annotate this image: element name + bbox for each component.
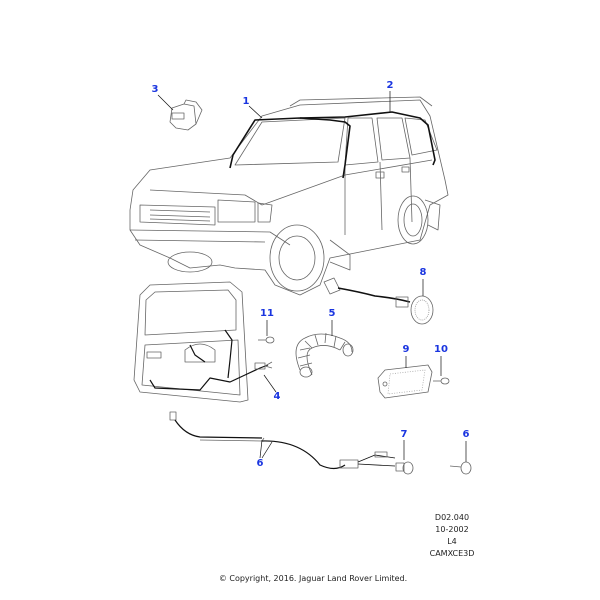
tailgate-drawing [133, 281, 249, 403]
diagram-date: 10-2002 [435, 525, 469, 534]
callout-8[interactable]: 8 [419, 267, 427, 278]
callout-10[interactable]: 10 [434, 344, 448, 355]
callout-9[interactable]: 9 [402, 344, 410, 355]
callout-6[interactable]: 6 [256, 458, 264, 469]
harness-1 [229, 111, 436, 179]
blower-motor-3 [169, 99, 203, 131]
callout-2[interactable]: 2 [386, 80, 394, 91]
grommet-6 [449, 461, 472, 475]
diagram-level: L4 [447, 537, 457, 546]
copyright-notice: © Copyright, 2016. Jaguar Land Rover Lim… [218, 574, 408, 583]
diagram-code: D02.040 [434, 513, 470, 522]
callout-1[interactable]: 1 [242, 96, 250, 107]
callout-11[interactable]: 11 [260, 308, 274, 319]
screw-11 [258, 336, 275, 344]
connector-4 [254, 361, 273, 370]
plate-9 [377, 364, 433, 399]
link-lead-7 [339, 451, 414, 475]
leader-lines [157, 91, 467, 462]
grommet-5 [295, 332, 354, 378]
harness-6 [169, 411, 346, 470]
harness-8 [323, 277, 434, 325]
callout-4[interactable]: 4 [273, 391, 281, 402]
callout-6[interactable]: 6 [462, 429, 470, 440]
callout-3[interactable]: 3 [151, 84, 159, 95]
callout-7[interactable]: 7 [400, 429, 408, 440]
harness-4 [149, 329, 269, 391]
screw-10 [433, 377, 450, 385]
vehicle-drawing [129, 96, 449, 296]
catalogue-code: CAMXCE3D [429, 549, 475, 558]
callout-5[interactable]: 5 [328, 308, 336, 319]
